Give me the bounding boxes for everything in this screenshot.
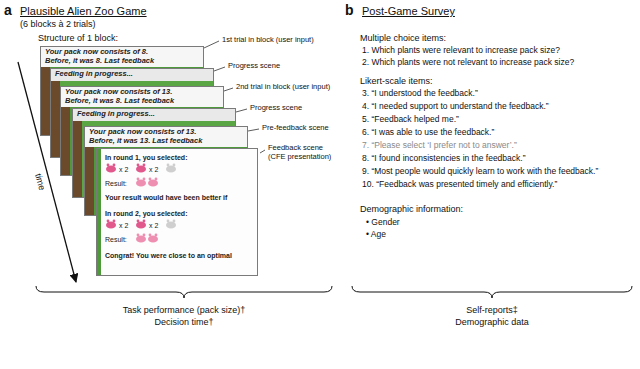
feedback-text: In round 1, you selected: bbox=[105, 153, 187, 162]
callout-label: Progress scene bbox=[228, 62, 280, 71]
list-item: • Gender bbox=[366, 218, 400, 228]
callout-label: Feedback scene bbox=[268, 144, 323, 153]
panel-subtitle: (6 blocks à 2 trials) bbox=[20, 19, 96, 29]
feedback-text: x 2 bbox=[119, 165, 128, 174]
outcome-label: Decision time† bbox=[154, 317, 213, 327]
feedback-text: x 2 bbox=[119, 221, 128, 230]
panel-letter: b bbox=[345, 2, 354, 18]
feedback-screen: In round 1, you selected: x 2 x 2 Result: Yo… bbox=[96, 148, 258, 276]
list-item: • Age bbox=[366, 230, 386, 240]
callout-label: Pre-feedback scene bbox=[262, 124, 329, 133]
callout-label: Progress scene bbox=[250, 104, 302, 113]
feedback-text: Result: bbox=[105, 235, 127, 244]
section-heading: Multiple choice items: bbox=[360, 33, 446, 43]
survey-item: 9. “Most people would quickly learn to w… bbox=[362, 167, 598, 177]
curly-brace bbox=[36, 286, 332, 298]
screen-header-text: Feeding in progress... bbox=[77, 110, 231, 119]
survey-item: 4. “I needed support to understand the f… bbox=[362, 102, 549, 112]
feedback-text: In round 2, you selected: bbox=[105, 209, 187, 218]
survey-item: 8. “I found inconsistencies in the feedb… bbox=[362, 154, 525, 164]
screen-header-text: Before, it was 8. Last feedback bbox=[45, 57, 199, 66]
leader-line bbox=[236, 109, 247, 112]
callout-label: (CFE presentation) bbox=[268, 153, 331, 162]
feedback-text: Congrat! You were close to an optimal bbox=[105, 251, 232, 260]
leader-line bbox=[214, 67, 225, 71]
outcome-label: Self-reports‡ bbox=[466, 305, 518, 315]
alien-icon bbox=[166, 220, 176, 229]
feedback-text: x 2 bbox=[149, 221, 158, 230]
section-heading: Demographic information: bbox=[360, 204, 463, 214]
alien-icon bbox=[148, 178, 158, 187]
panel-letter: a bbox=[4, 2, 12, 18]
callout-label: 1st trial in block (user input) bbox=[222, 36, 314, 45]
feedback-text: x 2 bbox=[149, 165, 158, 174]
survey-item: 5. “Feedback helped me.” bbox=[362, 115, 459, 125]
screen-header-text: Your pack now consists of 8. bbox=[45, 48, 199, 57]
alien-icon bbox=[136, 220, 146, 229]
outcome-label: Demographic data bbox=[455, 317, 529, 327]
survey-item: 10. “Feedback was presented timely and e… bbox=[362, 180, 557, 190]
alien-icon bbox=[136, 164, 146, 173]
feedback-text: Result: bbox=[105, 179, 127, 188]
screen-header-text: Your pack now consists of 13. bbox=[65, 88, 219, 97]
screen-header-text: Before, it was 13. Last feedback bbox=[89, 137, 243, 146]
alien-icon bbox=[106, 220, 116, 229]
outcome-label: Task performance (pack size)† bbox=[123, 305, 246, 315]
alien-icon bbox=[136, 178, 146, 187]
leader-line bbox=[224, 88, 233, 91]
callout-label: 2nd trial in block (user input) bbox=[236, 83, 330, 92]
panel-title: Post-Game Survey bbox=[362, 5, 455, 18]
screen-header-text: Your pack now consists of 13. bbox=[89, 128, 243, 137]
alien-icon bbox=[106, 164, 116, 173]
leader-line bbox=[248, 129, 259, 131]
screen-header-text: Feeding in progress... bbox=[55, 70, 209, 79]
survey-item: 6. “I was able to use the feedback.” bbox=[362, 128, 494, 138]
leader-line bbox=[260, 150, 265, 153]
alien-icon bbox=[166, 164, 176, 173]
section-heading: Likert-scale items: bbox=[360, 76, 433, 86]
alien-icon bbox=[148, 234, 158, 243]
screen-header-text: Before, it was 8. Last feedback bbox=[65, 97, 219, 106]
survey-item: 7. “Please select ‘I prefer not to answe… bbox=[362, 141, 517, 151]
leader-line bbox=[204, 41, 219, 48]
panel-title: Plausible Alien Zoo Game bbox=[20, 5, 147, 18]
survey-item: 2. Which plants were not relevant to inc… bbox=[362, 58, 574, 68]
survey-item: 1. Which plants were relevant to increas… bbox=[362, 46, 560, 56]
survey-item: 3. “I understood the feedback.” bbox=[362, 89, 478, 99]
axis-label: time bbox=[33, 172, 47, 191]
curly-brace bbox=[352, 286, 632, 298]
feedback-text: Your result would have been better if bbox=[105, 193, 227, 202]
section-heading: Structure of 1 block: bbox=[38, 33, 118, 43]
alien-icon bbox=[136, 234, 146, 243]
